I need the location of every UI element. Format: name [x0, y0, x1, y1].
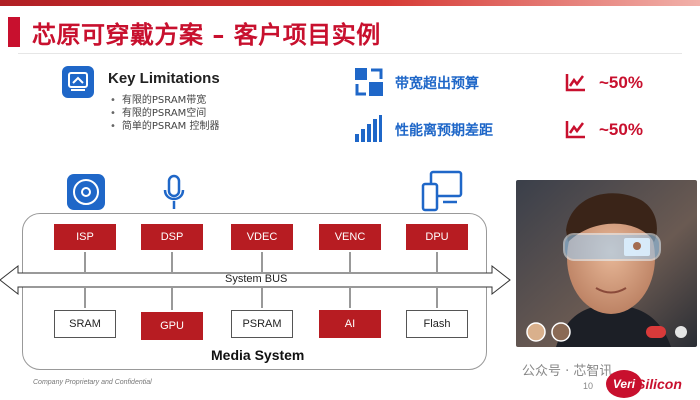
metric-label: 性能离预期差距	[395, 123, 493, 139]
ip-block-vdec: VDEC	[231, 224, 293, 250]
verisilicon-logo: Veri Silicon	[606, 370, 698, 398]
ip-block-venc: VENC	[319, 224, 381, 250]
key-limitations-heading: Key Limitations	[108, 70, 220, 87]
trend-up-icon	[565, 119, 587, 144]
limitation-item: 有限的PSRAM空间	[110, 107, 219, 120]
smart-glasses-photo	[516, 180, 697, 347]
metric-label: 带宽超出预算	[395, 76, 479, 92]
logo-mark: Veri	[606, 370, 642, 398]
system-bus-label: System BUS	[225, 273, 288, 285]
title-accent-block	[8, 17, 20, 47]
trend-up-icon	[565, 72, 587, 97]
page-number: 10	[583, 381, 594, 391]
memory-block-psram: PSRAM	[231, 310, 293, 338]
page-title: 芯原可穿戴方案 – 客户项目实例	[32, 21, 381, 49]
system-bus-diagram	[0, 252, 511, 310]
wechat-watermark: 公众号 · 芯智讯	[522, 364, 613, 379]
metric-performance: 性能离预期差距	[395, 120, 493, 140]
lock-screen-icon	[62, 66, 94, 98]
memory-block-sram: SRAM	[54, 310, 116, 338]
top-accent-bar	[0, 0, 700, 6]
ip-block-dsp: DSP	[141, 224, 203, 250]
limitations-list: 有限的PSRAM带宽 有限的PSRAM空间 简单的PSRAM 控制器	[110, 94, 220, 133]
limitation-item: 有限的PSRAM带宽	[110, 94, 219, 107]
memory-block-ai: AI	[319, 310, 381, 338]
ip-block-dpu: DPU	[406, 224, 468, 250]
bus-connectors-bottom	[84, 288, 438, 310]
signal-bars-icon	[353, 114, 383, 149]
expand-arrows-icon	[353, 66, 385, 103]
ip-block-isp: ISP	[54, 224, 116, 250]
media-system-label: Media System	[211, 347, 305, 363]
logo-wordmark: Silicon	[636, 376, 682, 392]
disc-icon	[66, 173, 106, 216]
memory-block-gpu: GPU	[141, 312, 203, 340]
media-system-frame	[22, 213, 487, 370]
metric-bandwidth: 带宽超出预算	[395, 73, 479, 93]
confidentiality-note: Company Proprietary and Confidential	[33, 379, 152, 386]
metric-value: ~50%	[599, 73, 643, 92]
memory-block-flash: Flash	[406, 310, 468, 338]
limitation-item: 简单的PSRAM 控制器	[110, 120, 220, 133]
bus-connectors-top	[84, 252, 438, 272]
microphone-icon	[162, 174, 186, 217]
metric-value: ~50%	[599, 120, 643, 139]
title-divider	[18, 53, 682, 54]
devices-icon	[421, 170, 465, 217]
